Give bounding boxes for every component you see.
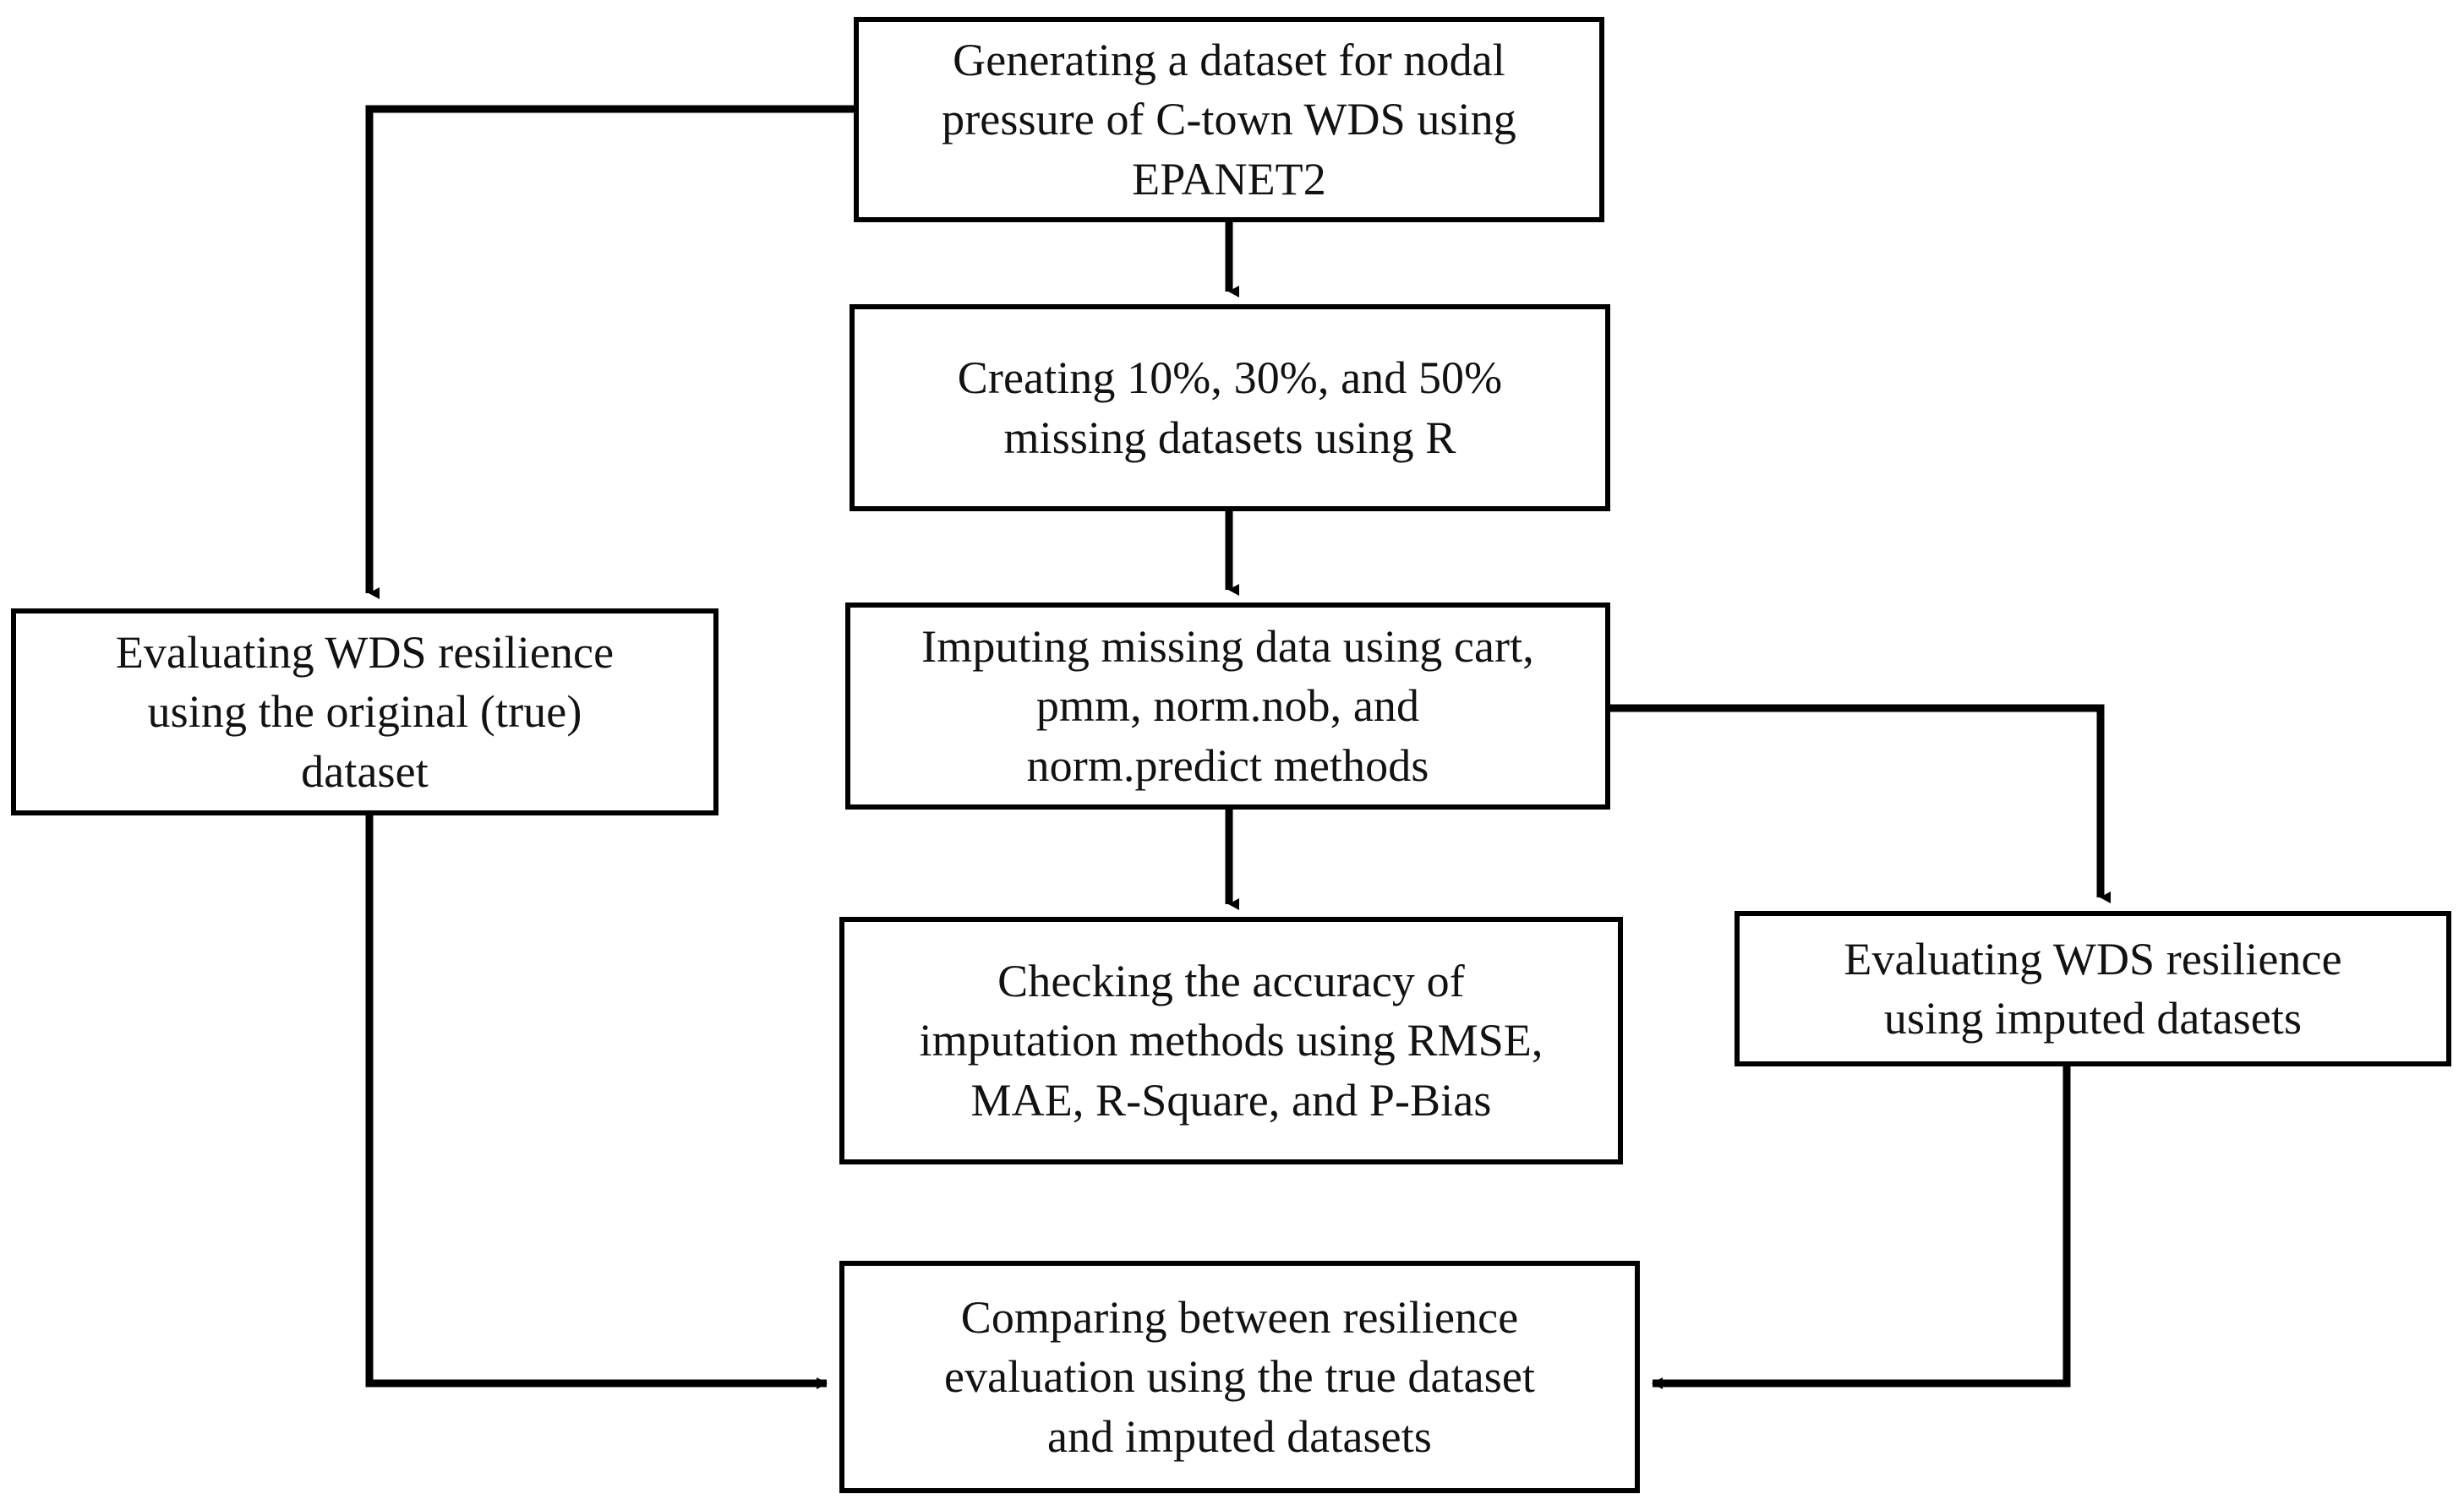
node-eval-original[interactable]: Evaluating WDS resilience using the orig… <box>11 608 718 815</box>
node-eval-imputed[interactable]: Evaluating WDS resilience using imputed … <box>1735 911 2451 1066</box>
edge-generate-to-eval-original <box>365 105 854 599</box>
node-compare-label: Comparing between resilience evaluation … <box>943 1292 1536 1462</box>
node-check-accuracy[interactable]: Checking the accuracy of imputation meth… <box>839 917 1623 1164</box>
node-eval-original-label: Evaluating WDS resilience using the orig… <box>115 627 615 797</box>
node-generate-dataset-label: Generating a dataset for nodal pressure … <box>942 35 1516 204</box>
node-create-missing-label: Creating 10%, 30%, and 50% missing datas… <box>957 352 1503 463</box>
edge-impute-to-eval-imputed <box>1610 704 2111 903</box>
node-impute-missing[interactable]: Imputing missing data using cart, pmm, n… <box>845 603 1610 810</box>
node-generate-dataset[interactable]: Generating a dataset for nodal pressure … <box>854 17 1604 222</box>
node-check-accuracy-label: Checking the accuracy of imputation meth… <box>919 956 1543 1126</box>
node-impute-missing-label: Imputing missing data using cart, pmm, n… <box>921 621 1534 791</box>
edge-eval-imputed-to-compare <box>1652 1066 2071 1389</box>
edge-eval-original-to-compare <box>365 815 828 1389</box>
node-eval-imputed-label: Evaluating WDS resilience using imputed … <box>1844 933 2342 1044</box>
node-create-missing[interactable]: Creating 10%, 30%, and 50% missing datas… <box>850 304 1610 511</box>
node-compare[interactable]: Comparing between resilience evaluation … <box>839 1261 1640 1493</box>
